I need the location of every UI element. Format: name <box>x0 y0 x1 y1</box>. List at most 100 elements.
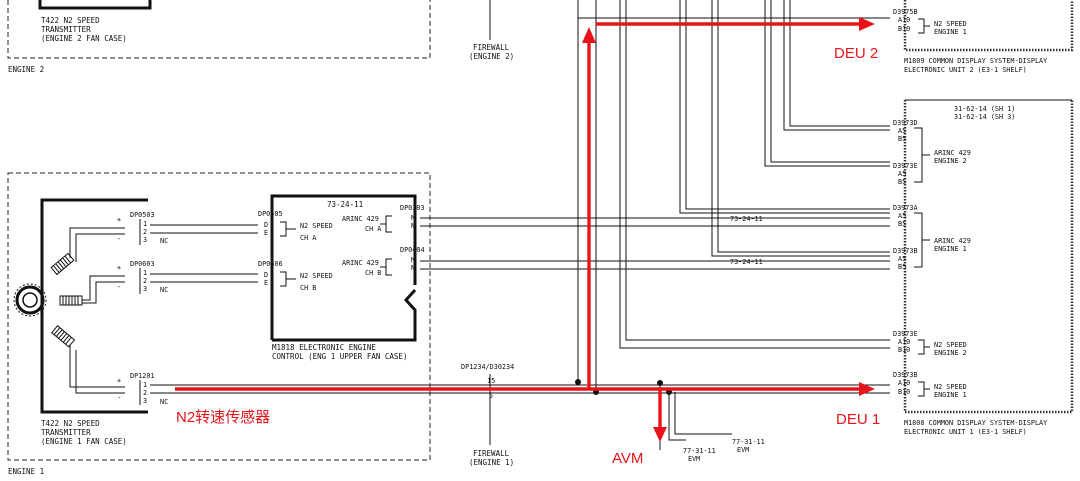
svg-text:-: - <box>117 235 121 243</box>
svg-text:B10: B10 <box>898 346 910 354</box>
svg-text:A5: A5 <box>898 127 906 135</box>
engine1-firewall-line1: FIREWALL <box>473 449 510 458</box>
svg-text:CH B: CH B <box>365 269 381 277</box>
deu1-unit: 31-62-14 (SH 1) 31-62-14 (SH 3) D3973D A… <box>893 99 1074 436</box>
annotation-deu2: DEU 2 <box>834 45 878 62</box>
svg-text:B5: B5 <box>898 263 906 271</box>
svg-text:NC: NC <box>160 398 168 406</box>
svg-text:D3973B: D3973B <box>893 371 918 379</box>
svg-text:D3973E: D3973E <box>893 330 918 338</box>
svg-text:NC: NC <box>160 286 168 294</box>
svg-text:ENGINE 1: ENGINE 1 <box>934 391 967 399</box>
svg-text:N: N <box>411 264 415 272</box>
engine2-firewall-line1: FIREWALL <box>473 43 510 52</box>
svg-text:ARINC 429: ARINC 429 <box>934 149 971 157</box>
svg-text:B5: B5 <box>898 135 906 143</box>
engine1-sensor-line1: T422 N2 SPEED <box>41 419 100 428</box>
svg-text:N2 SPEED: N2 SPEED <box>934 341 967 349</box>
harness-ref-b: 73-24-11 <box>730 258 763 266</box>
svg-text:A5: A5 <box>898 212 906 220</box>
svg-text:M: M <box>411 256 415 264</box>
svg-text:31-62-14 (SH 1): 31-62-14 (SH 1) <box>954 105 1015 113</box>
svg-text:CH A: CH A <box>300 234 316 242</box>
svg-text:1: 1 <box>143 381 147 389</box>
eec-title-line2: CONTROL (ENG 1 UPPER FAN CASE) <box>272 352 407 361</box>
svg-text:D3973E: D3973E <box>893 162 918 170</box>
engine1-label: ENGINE 1 <box>8 467 44 476</box>
dp0503-label: DP0503 <box>130 211 155 219</box>
svg-text:DP0505: DP0505 <box>258 210 283 218</box>
svg-text:5: 5 <box>489 392 493 400</box>
bus-wires <box>577 0 890 392</box>
svg-text:N2 SPEED: N2 SPEED <box>934 20 967 28</box>
svg-text:2: 2 <box>143 277 147 285</box>
deu2-title-line2: ELECTRONIC UNIT 2 (E3-1 SHELF) <box>904 66 1027 74</box>
svg-text:D3975B: D3975B <box>893 8 918 16</box>
svg-text:77-31-11: 77-31-11 <box>732 438 765 446</box>
svg-text:B10: B10 <box>898 25 910 33</box>
svg-text:E: E <box>264 279 268 287</box>
engine2-sensor-line3: (ENGINE 2 FAN CASE) <box>41 34 127 43</box>
engine2-zone: T422 N2 SPEED TRANSMITTER (ENGINE 2 FAN … <box>7 0 514 74</box>
svg-text:1: 1 <box>143 220 147 228</box>
svg-text:ENGINE 1: ENGINE 1 <box>934 28 967 36</box>
harness-splice: DP1234/D30234 <box>461 363 514 371</box>
svg-text:15: 15 <box>487 377 495 385</box>
engine1-sensor-line2: TRANSMITTER <box>41 428 91 437</box>
svg-text:ENGINE 2: ENGINE 2 <box>934 349 967 357</box>
engine2-sensor-line2: TRANSMITTER <box>41 25 91 34</box>
svg-text:D3973B: D3973B <box>893 247 918 255</box>
svg-text:N2 SPEED: N2 SPEED <box>300 272 333 280</box>
dp1201-label: DP1201 <box>130 372 155 380</box>
svg-text:D3973D: D3973D <box>893 119 918 127</box>
highlight-path <box>175 17 875 442</box>
engine1-zone: ENGINE 1 FIREWALL (ENGINE 1) <box>7 172 514 476</box>
svg-text:ENGINE 2: ENGINE 2 <box>934 157 967 165</box>
svg-text:+: + <box>117 216 121 224</box>
harness-ref-a: 73-24-11 <box>730 215 763 223</box>
svg-text:D: D <box>264 271 268 279</box>
svg-text:M: M <box>411 214 415 222</box>
svg-text:3: 3 <box>143 236 147 244</box>
svg-text:-: - <box>117 283 121 291</box>
svg-text:ARINC 429: ARINC 429 <box>342 215 379 223</box>
svg-text:-: - <box>117 394 121 402</box>
svg-text:A10: A10 <box>898 379 910 387</box>
svg-text:3: 3 <box>143 285 147 293</box>
svg-text:ENGINE 1: ENGINE 1 <box>934 245 967 253</box>
deu1-title-line1: M1808 COMMON DISPLAY SYSTEM-DISPLAY <box>904 419 1047 427</box>
deu2-unit: D3975B A10 B10 N2 SPEED ENGINE 1 M1809 C… <box>893 0 1074 74</box>
annotation-n2-sensor: N2转速传感器 <box>176 409 270 426</box>
svg-text:D: D <box>264 221 268 229</box>
svg-text:2: 2 <box>143 228 147 236</box>
svg-text:A10: A10 <box>898 338 910 346</box>
svg-text:ARINC 429: ARINC 429 <box>934 237 971 245</box>
deu2-title-line1: M1809 COMMON DISPLAY SYSTEM-DISPLAY <box>904 57 1047 65</box>
svg-text:+: + <box>117 264 121 272</box>
svg-text:B5: B5 <box>898 220 906 228</box>
svg-text:B10: B10 <box>898 388 910 396</box>
engine1-sensor-line3: (ENGINE 1 FAN CASE) <box>41 437 127 446</box>
svg-text:31-62-14 (SH 3): 31-62-14 (SH 3) <box>954 113 1015 121</box>
svg-text:2: 2 <box>143 389 147 397</box>
svg-text:ARINC 429: ARINC 429 <box>342 259 379 267</box>
svg-text:E: E <box>264 229 268 237</box>
annotation-avm: AVM <box>612 450 643 467</box>
deu1-title-line2: ELECTRONIC UNIT 1 (E3-1 SHELF) <box>904 428 1027 436</box>
engine1-firewall-line2: (ENGINE 1) <box>469 458 514 467</box>
svg-text:B5: B5 <box>898 178 906 186</box>
svg-text:DP0404: DP0404 <box>400 246 425 254</box>
svg-text:EVM: EVM <box>688 455 700 463</box>
svg-text:D3973A: D3973A <box>893 204 918 212</box>
svg-text:DP0303: DP0303 <box>400 204 425 212</box>
electronic-engine-control: 73-24-11 DP0505 D E N2 SPEED CH A DP0606… <box>258 194 425 361</box>
svg-text:DP0606: DP0606 <box>258 260 283 268</box>
engine2-label: ENGINE 2 <box>8 65 44 74</box>
eec-ref: 73-24-11 <box>327 200 363 209</box>
svg-text:A5: A5 <box>898 170 906 178</box>
svg-text:EVM: EVM <box>737 446 749 454</box>
evm-branch: 77-31-11 EVM 77-31-11 EVM <box>659 383 765 463</box>
engine2-sensor-line1: T422 N2 SPEED <box>41 16 100 25</box>
svg-text:A10: A10 <box>898 16 910 24</box>
